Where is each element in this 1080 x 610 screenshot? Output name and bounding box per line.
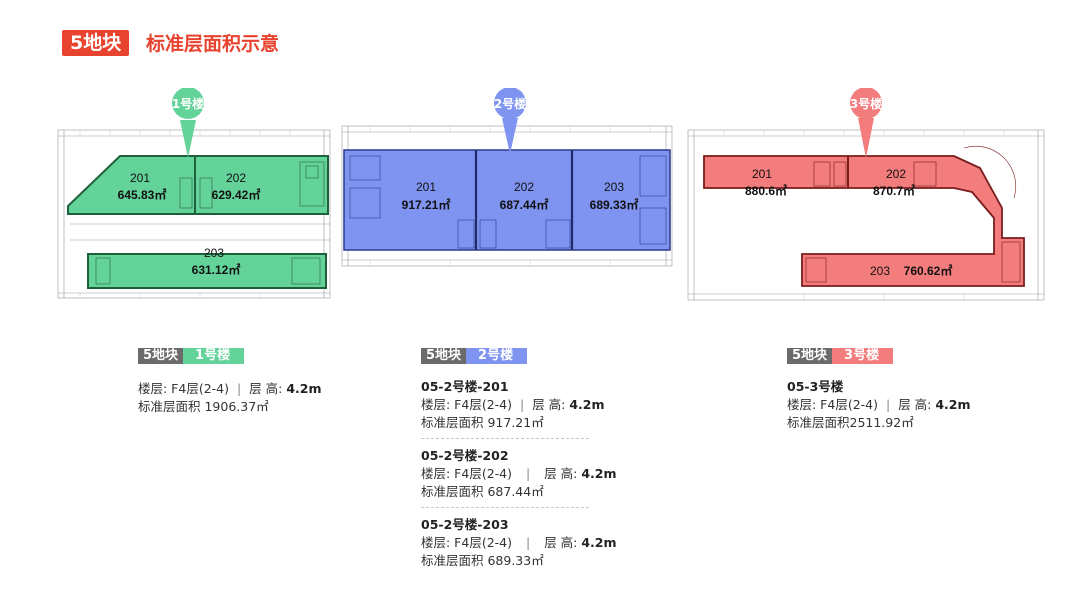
floor-info: 楼层: F4层(2-4) | 层 高: 4.2m	[421, 396, 617, 414]
info-building-2: 5地块 2号楼 05-2号楼-201 楼层: F4层(2-4) | 层 高: 4…	[421, 348, 617, 570]
area-info: 标准层面积 1906.37㎡	[138, 399, 269, 414]
floor-info: 楼层: F4层(2-4) | 层 高: 4.2m	[421, 534, 617, 552]
tag-building: 1号楼	[183, 348, 245, 364]
unit-title: 05-2号楼-203	[421, 517, 509, 532]
area-info: 标准层面积 687.44㎡	[421, 484, 544, 499]
section-badge: 5地块	[62, 30, 130, 56]
room-area: 880.6㎡	[745, 183, 787, 198]
pin-building-1: 1号楼	[172, 88, 204, 158]
room-area: 645.83㎡	[118, 187, 167, 202]
floorplan-building-2: 2号楼 201 917.21㎡ 202 687.44㎡ 203 689.33㎡	[340, 88, 680, 288]
unit-title: 05-2号楼-201	[421, 379, 509, 394]
pin-label: 3号楼	[850, 96, 882, 111]
building-tag: 5地块 3号楼	[787, 348, 971, 364]
room-number: 203	[204, 246, 224, 260]
height-label: 层 高:	[532, 397, 566, 412]
room-area: 687.44㎡	[500, 197, 549, 212]
area-info: 标准层面积 689.33㎡	[421, 553, 544, 568]
floor-label: 楼层: F4层(2-4)	[421, 535, 512, 550]
separator: |	[519, 397, 525, 412]
height-value: 4.2m	[581, 466, 617, 481]
info-building-3: 5地块 3号楼 05-3号楼 楼层: F4层(2-4) | 层 高: 4.2m …	[787, 348, 971, 432]
separator: |	[525, 535, 531, 550]
room-number: 201	[130, 171, 150, 185]
height-label: 层 高:	[544, 466, 578, 481]
separator: |	[525, 466, 531, 481]
unit-info: 05-2号楼-201 楼层: F4层(2-4) | 层 高: 4.2m 标准层面…	[421, 378, 617, 432]
tag-plot: 5地块	[138, 348, 184, 364]
floorplan-building-1: 1号楼 201 645.83㎡ 202 629.42㎡ 203 631.12㎡	[40, 88, 340, 303]
room-number: 203	[870, 264, 890, 278]
building-tag: 5地块 2号楼	[421, 348, 617, 364]
pin-label: 1号楼	[172, 96, 204, 111]
height-label: 层 高:	[544, 535, 578, 550]
tag-plot: 5地块	[787, 348, 833, 364]
room-area: 760.62㎡	[904, 263, 953, 278]
info-building-1: 5地块 1号楼 楼层: F4层(2-4) | 层 高: 4.2m 标准层面积 1…	[138, 348, 322, 416]
tag-building: 3号楼	[832, 348, 894, 364]
room-number: 203	[604, 180, 624, 194]
room-number: 202	[514, 180, 534, 194]
area-info: 标准层面积 917.21㎡	[421, 415, 544, 430]
floor-info: 楼层: F4层(2-4) | 层 高: 4.2m	[138, 380, 322, 398]
building-tag: 5地块 1号楼	[138, 348, 322, 364]
room-number: 201	[416, 180, 436, 194]
height-label: 层 高:	[898, 397, 932, 412]
tag-building: 2号楼	[466, 348, 528, 364]
floorplan-building-3: 3号楼 201 880.6㎡ 202 870.7㎡ 203 760.62㎡	[684, 88, 1054, 308]
height-value: 4.2m	[569, 397, 605, 412]
height-label: 层 高:	[249, 381, 283, 396]
pin-building-3: 3号楼	[850, 88, 882, 158]
floor-label: 楼层: F4层(2-4)	[421, 397, 512, 412]
divider	[421, 507, 589, 508]
room-area: 870.7㎡	[873, 183, 915, 198]
room-area: 917.21㎡	[402, 197, 451, 212]
floor-info: 楼层: F4层(2-4) | 层 高: 4.2m	[421, 465, 617, 483]
room-area: 629.42㎡	[212, 187, 261, 202]
floor-label: 楼层: F4层(2-4)	[138, 381, 229, 396]
room-number: 202	[226, 171, 246, 185]
tag-plot: 5地块	[421, 348, 467, 364]
unit-info: 05-2号楼-203 楼层: F4层(2-4) | 层 高: 4.2m 标准层面…	[421, 516, 617, 570]
unit-title: 05-2号楼-202	[421, 448, 509, 463]
floor-label: 楼层: F4层(2-4)	[421, 466, 512, 481]
floor-info: 楼层: F4层(2-4) | 层 高: 4.2m	[787, 396, 971, 414]
pin-building-2: 2号楼	[494, 88, 526, 154]
room-number: 202	[886, 167, 906, 181]
room-number: 201	[752, 167, 772, 181]
height-value: 4.2m	[935, 397, 971, 412]
separator: |	[885, 397, 891, 412]
room-area: 631.12㎡	[192, 262, 241, 277]
page-title: 标准层面积示意	[146, 33, 280, 55]
unit-info: 05-2号楼-202 楼层: F4层(2-4) | 层 高: 4.2m 标准层面…	[421, 447, 617, 501]
divider	[421, 438, 589, 439]
height-value: 4.2m	[581, 535, 617, 550]
area-info: 标准层面积2511.92㎡	[787, 415, 914, 430]
height-value: 4.2m	[286, 381, 322, 396]
separator: |	[236, 381, 242, 396]
pin-label: 2号楼	[494, 96, 526, 111]
floor-label: 楼层: F4层(2-4)	[787, 397, 878, 412]
room-area: 689.33㎡	[590, 197, 639, 212]
unit-title: 05-3号楼	[787, 379, 844, 394]
